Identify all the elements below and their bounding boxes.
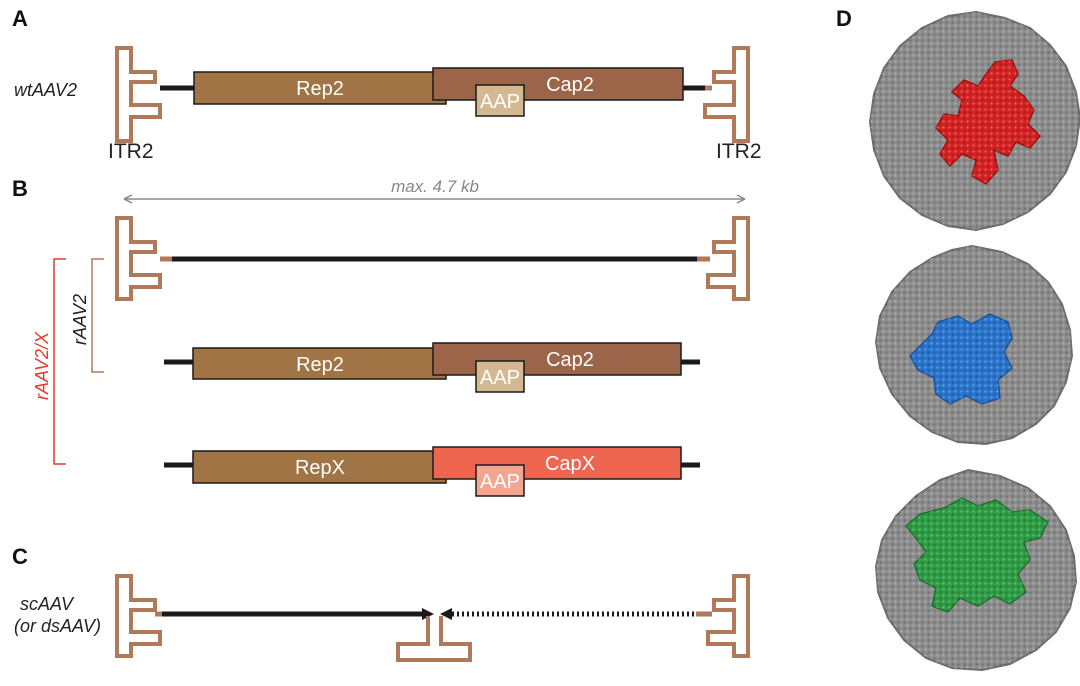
panel-label-b: B (12, 176, 28, 201)
wtaav2-label: wtAAV2 (14, 80, 77, 100)
aap-box-a (475, 84, 525, 117)
capsid-blue (874, 244, 1074, 446)
cap2-box-b (432, 342, 682, 376)
itr-left-b (115, 216, 162, 301)
cap2-box-a (432, 67, 684, 101)
aap-box-x (475, 464, 525, 497)
repx-label: RepX (295, 457, 345, 479)
scaav-label-line2: (or dsAAV) (14, 616, 101, 636)
aap-box-b (475, 360, 525, 393)
raav2-label: rAAV2 (70, 294, 90, 345)
raav2x-label: rAAV2/X (32, 331, 52, 400)
capx-box (432, 446, 682, 480)
raav2-bracket (91, 258, 104, 373)
aap-label-b: AAP (480, 367, 520, 389)
itr-left-a (115, 46, 162, 143)
itr-right-c (706, 574, 750, 658)
repx-box (192, 450, 447, 484)
strand-arrow-left (440, 608, 452, 620)
rep2-label-b: Rep2 (296, 354, 344, 376)
aap-label-x: AAP (480, 471, 520, 493)
cap2-label-a: Cap2 (546, 74, 594, 96)
cap2-label-b: Cap2 (546, 349, 594, 371)
capx-label: CapX (545, 453, 595, 475)
itr-right-b (706, 216, 750, 301)
scaav-label-line1: scAAV (20, 594, 75, 614)
itr2-right-label: ITR2 (716, 140, 762, 163)
itr2-left-label: ITR2 (108, 140, 154, 163)
capsid-green (874, 468, 1078, 672)
strand-arrow-right (422, 608, 434, 620)
panel-label-c: C (12, 544, 28, 569)
itr-right-a (703, 46, 750, 143)
rep2-label-a: Rep2 (296, 78, 344, 100)
itr-hairpin-middle (396, 616, 472, 662)
length-arrow (123, 194, 746, 204)
aap-label-a: AAP (480, 91, 520, 113)
rep2-box-b (192, 347, 447, 380)
capsid-red (868, 10, 1080, 232)
raav2x-bracket (53, 258, 66, 465)
max-length-label: max. 4.7 kb (391, 177, 479, 196)
panel-label-a: A (12, 6, 28, 31)
panel-label-d: D (836, 6, 852, 31)
itr-left-c (115, 574, 162, 658)
